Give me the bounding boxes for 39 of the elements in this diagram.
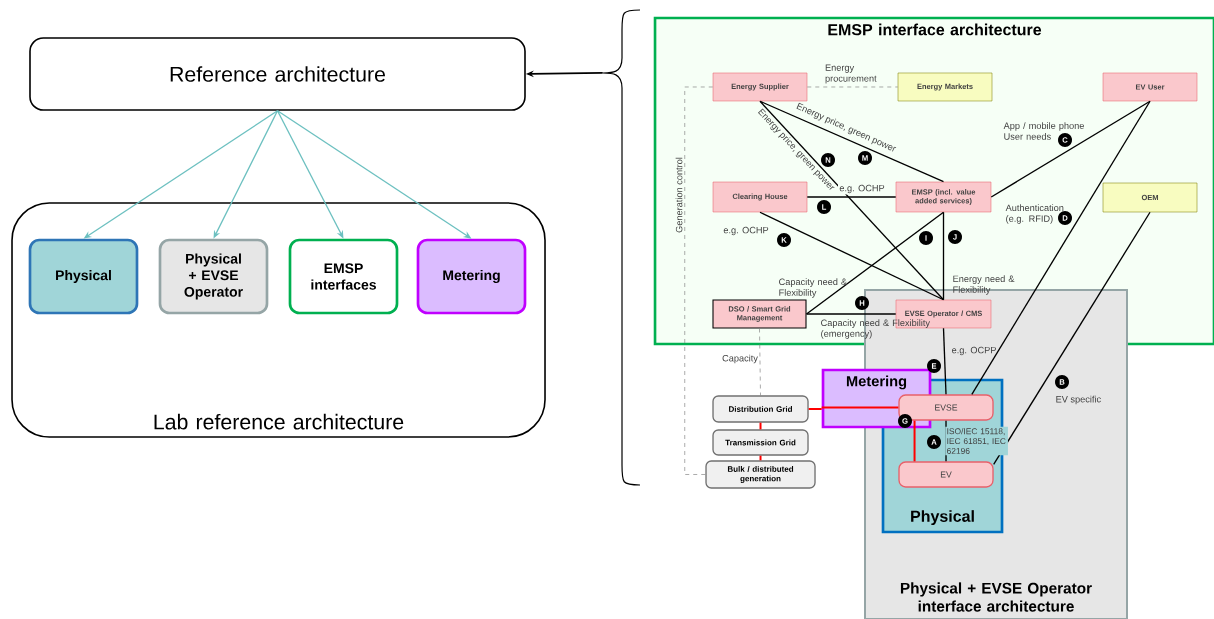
edge-label: ISO/IEC 15118, IEC 61851, IEC 62196 [945, 426, 1008, 456]
curly-brace [602, 9, 641, 486]
process-box: Transmission Grid [712, 429, 809, 456]
edge-label: Energy procurement [825, 64, 877, 84]
process-box: Physical + EVSE Operator [158, 238, 269, 315]
connector [759, 211, 945, 301]
edge-label: Capacity [722, 354, 758, 364]
connector [684, 86, 714, 475]
connector [759, 328, 761, 396]
process-box: EV [898, 461, 994, 488]
process-box: Physical [28, 238, 139, 315]
process-box: Distribution Grid [712, 395, 809, 423]
edge-label: Generation control [675, 157, 683, 233]
edge-label: Energy need & Flexibility [953, 275, 1015, 295]
connector [759, 421, 762, 431]
connector [807, 408, 823, 410]
edge-label: e.g. OCPP [952, 346, 996, 356]
connector [805, 313, 897, 315]
process-box: EMSP interfaces [288, 238, 399, 315]
connector [990, 100, 1151, 198]
connector [805, 211, 945, 315]
connector [820, 406, 900, 409]
process-box: Metering [416, 238, 527, 315]
reference-box: Reference architecture [29, 37, 526, 111]
connector [806, 196, 897, 198]
edge-label: e.g. OCHP [838, 183, 886, 195]
connector [759, 454, 762, 462]
process-box: Bulk / distributed generation [705, 460, 816, 489]
connector [759, 100, 945, 301]
connector [913, 419, 916, 463]
connector [942, 211, 945, 301]
connector [806, 86, 899, 88]
connector [971, 100, 1151, 395]
edge-label: e.g. OCHP [723, 226, 769, 236]
edge-label: EV specific [1056, 395, 1101, 405]
connector [942, 327, 947, 395]
connector [759, 100, 945, 183]
edge-label: Capacity need & Flexibility (emergency) [821, 319, 930, 339]
connector [993, 211, 1151, 466]
